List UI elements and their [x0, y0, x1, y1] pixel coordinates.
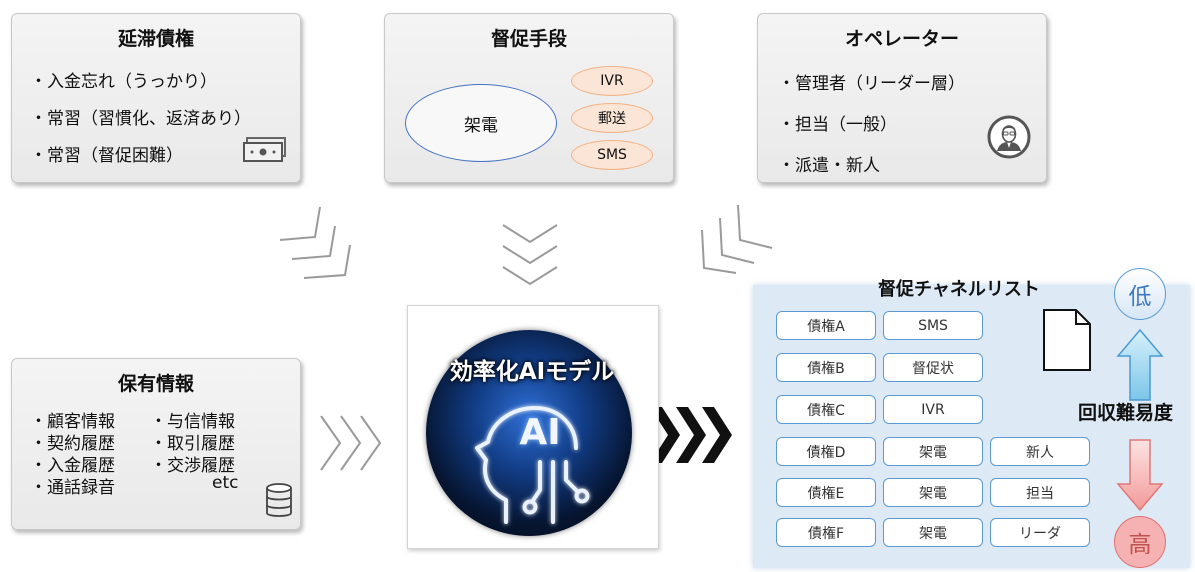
chevrons-from-holdings — [320, 415, 382, 471]
channel-list-title: 督促チャネルリスト — [878, 279, 1040, 300]
holdings-item: ・取引履歴 — [150, 434, 235, 454]
debt-cell: 債権B — [776, 353, 876, 382]
debt-cell: 債権D — [776, 437, 876, 466]
holdings-item: ・契約履歴 — [30, 434, 115, 454]
operator-cell: リーダ — [990, 518, 1090, 547]
debt-cell: 債権A — [776, 311, 876, 340]
difficulty-label: 回収難易度 — [1078, 402, 1174, 424]
operator-item: ・管理者（リーダー層） — [778, 74, 965, 94]
delinquent-debt-card: 延滞債権 ・入金忘れ（うっかり） ・常習（習慣化、返済あり） ・常習（督促困難） — [11, 13, 301, 183]
holdings-item: ・与信情報 — [150, 412, 235, 432]
delinquent-item: ・常習（督促困難） — [30, 146, 183, 166]
low-label: 低 — [1128, 284, 1152, 310]
call-label: 架電 — [464, 115, 498, 136]
channel-cell: 督促状 — [883, 353, 983, 382]
delinquent-debt-title: 延滞債権 — [117, 28, 194, 50]
down-arrow-icon — [1116, 439, 1164, 512]
channel-cell: SMS — [883, 311, 983, 340]
channel-cell: 架電 — [883, 478, 983, 507]
chevrons-to-list — [650, 407, 732, 463]
ai-head-icon — [475, 406, 590, 524]
holdings-item: ・交渉履歴 — [150, 456, 235, 476]
holdings-item: ・入金履歴 — [30, 456, 115, 476]
operator-title: オペレーター — [844, 28, 959, 50]
high-circle: 高 — [1114, 516, 1166, 568]
holdings-item: ・顧客情報 — [30, 412, 115, 432]
holdings-title: 保有情報 — [117, 373, 194, 395]
sms-label: SMS — [597, 147, 627, 163]
holdings-item: ・通話録音 — [30, 478, 115, 498]
chevrons-from-dunning — [502, 224, 558, 286]
chevrons-from-delinquent — [279, 206, 351, 279]
operator-item: ・派遣・新人 — [778, 156, 880, 176]
operator-card: オペレーター ・管理者（リーダー層） ・担当（一般） ・派遣・新人 — [757, 13, 1047, 183]
ai-model-label: 効率化AIモデル — [449, 359, 615, 385]
low-circle: 低 — [1114, 268, 1166, 320]
operator-item: ・担当（一般） — [778, 115, 897, 135]
money-icon — [243, 137, 286, 162]
holdings-item: etc — [212, 473, 239, 493]
dunning-method-card: 督促手段 架電 IVR 郵送 SMS — [384, 13, 674, 183]
sms-oval: SMS — [571, 140, 653, 170]
ivr-label: IVR — [600, 73, 624, 89]
channel-cell: 架電 — [883, 518, 983, 547]
mail-oval: 郵送 — [571, 103, 653, 133]
mail-label: 郵送 — [598, 111, 626, 127]
ivr-oval: IVR — [571, 66, 653, 96]
delinquent-item: ・常習（習慣化、返済あり） — [30, 109, 251, 129]
up-arrow-icon — [1116, 328, 1164, 401]
ai-badge: AI — [519, 412, 561, 453]
channel-cell: 架電 — [883, 437, 983, 466]
debt-cell: 債権E — [776, 478, 876, 507]
debt-cell: 債権C — [776, 395, 876, 424]
operator-cell: 新人 — [990, 437, 1090, 466]
dunning-method-title: 督促手段 — [490, 28, 567, 50]
chevrons-from-operator — [701, 204, 773, 274]
high-label: 高 — [1128, 532, 1152, 558]
person-icon — [987, 115, 1031, 159]
debt-cell: 債権F — [776, 518, 876, 547]
call-oval: 架電 — [405, 84, 557, 162]
database-icon — [266, 483, 292, 517]
document-icon — [1043, 309, 1091, 371]
delinquent-item: ・入金忘れ（うっかり） — [30, 72, 217, 92]
holdings-card: 保有情報 ・顧客情報 ・契約履歴 ・入金履歴 ・通話録音 ・与信情報 ・取引履歴… — [11, 358, 301, 530]
operator-cell: 担当 — [990, 478, 1090, 507]
channel-cell: IVR — [883, 395, 983, 424]
